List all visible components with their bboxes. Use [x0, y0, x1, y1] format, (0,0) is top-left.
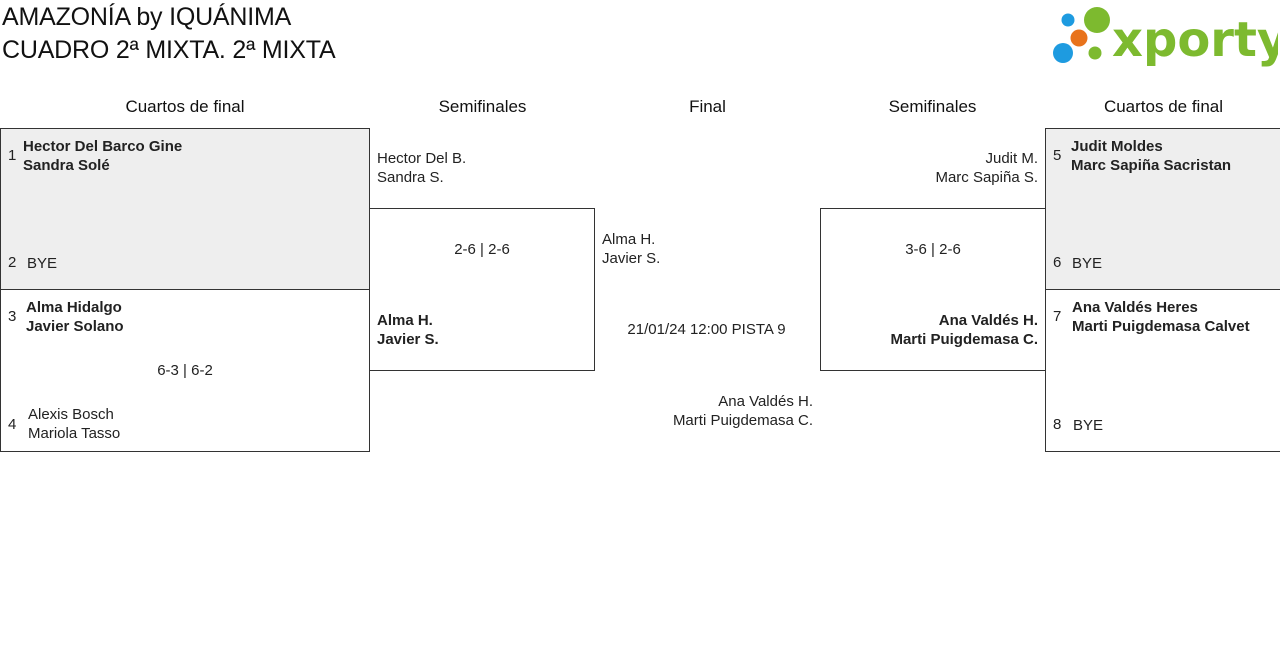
- sf-right-match[interactable]: 3-6 | 2-6 Ana Valdés H. Marti Puigdemasa…: [820, 208, 1046, 371]
- player-name: Marti Puigdemasa Calvet: [1072, 318, 1250, 335]
- round-header-final: Final: [689, 97, 726, 116]
- sf-right-team-a-player: Marc Sapiña S.: [935, 169, 1038, 186]
- qf-right-match-2[interactable]: 7 Ana Valdés Heres Marti Puigdemasa Calv…: [1045, 289, 1280, 452]
- seed-number: 7: [1053, 308, 1062, 325]
- player-name: Marti Puigdemasa C.: [890, 331, 1038, 348]
- round-header-qf-left: Cuartos de final: [125, 97, 245, 116]
- player-name: Javier Solano: [26, 318, 124, 335]
- final-team-b-player: Marti Puigdemasa C.: [672, 412, 813, 429]
- final-team-a-player: Javier S.: [602, 250, 661, 267]
- qf-left-match-1[interactable]: 1 Hector Del Barco Gine Sandra Solé 2 BY…: [0, 128, 370, 290]
- qf-right-match-1[interactable]: 5 Judit Moldes Marc Sapiña Sacristan 6 B…: [1045, 128, 1280, 290]
- player-name: BYE: [27, 255, 58, 272]
- seed-number: 3: [8, 308, 17, 325]
- round-header-sf-right: Semifinales: [888, 97, 977, 116]
- player-name: BYE: [1072, 255, 1103, 272]
- sf-left-team-a-player: Hector Del B.: [377, 150, 467, 167]
- tournament-title: AMAZONÍA by IQUÁNIMA: [2, 3, 292, 31]
- logo-dot-blue-icon: [1053, 43, 1073, 63]
- player-name: Alexis Bosch: [28, 406, 114, 423]
- seed-number: 5: [1053, 147, 1062, 164]
- seed-number: 1: [8, 147, 17, 164]
- match-score: 2-6 | 2-6: [454, 241, 510, 258]
- sf-left-team-a-player: Sandra S.: [377, 169, 444, 186]
- sf-left-match[interactable]: 2-6 | 2-6 Alma H. Javier S.: [369, 208, 595, 371]
- player-name: Alma Hidalgo: [26, 299, 122, 316]
- player-name: Mariola Tasso: [28, 425, 121, 442]
- match-score: 6-3 | 6-2: [157, 362, 213, 379]
- player-name: Sandra Solé: [23, 157, 110, 174]
- player-name: Hector Del Barco Gine: [23, 138, 183, 155]
- final-team-b-player: Ana Valdés H.: [718, 393, 813, 410]
- player-name: BYE: [1073, 417, 1104, 434]
- player-name: Ana Valdés Heres: [1072, 299, 1198, 316]
- seed-number: 6: [1053, 254, 1062, 271]
- logo-dot-orange-icon: [1070, 29, 1088, 47]
- player-name: Marc Sapiña Sacristan: [1071, 157, 1232, 174]
- seed-number: 4: [8, 416, 17, 433]
- logo-dot-green-small-icon: [1088, 46, 1102, 60]
- draw-title: CUADRO 2ª MIXTA. 2ª MIXTA: [2, 36, 336, 64]
- logo-text: xporty: [1112, 12, 1278, 68]
- player-name: Alma H.: [377, 312, 433, 329]
- xporty-logo: xporty: [1053, 7, 1278, 68]
- player-name: Ana Valdés H.: [938, 312, 1038, 329]
- final-team-a-player: Alma H.: [602, 231, 656, 248]
- logo-dot-green-icon: [1084, 7, 1110, 33]
- round-header-qf-right: Cuartos de final: [1103, 97, 1224, 116]
- match-score: 3-6 | 2-6: [905, 241, 961, 258]
- seed-number: 2: [8, 254, 17, 271]
- sf-right-team-a-player: Judit M.: [985, 150, 1038, 167]
- logo-dot-blue-small-icon: [1061, 13, 1075, 27]
- player-name: Javier S.: [377, 331, 439, 348]
- round-header-sf-left: Semifinales: [438, 97, 527, 116]
- final-match-info: 21/01/24 12:00 PISTA 9: [627, 321, 786, 338]
- seed-number: 8: [1053, 416, 1062, 433]
- player-name: Judit Moldes: [1071, 138, 1163, 155]
- qf-left-match-2[interactable]: 3 Alma Hidalgo Javier Solano 6-3 | 6-2 4…: [0, 289, 370, 452]
